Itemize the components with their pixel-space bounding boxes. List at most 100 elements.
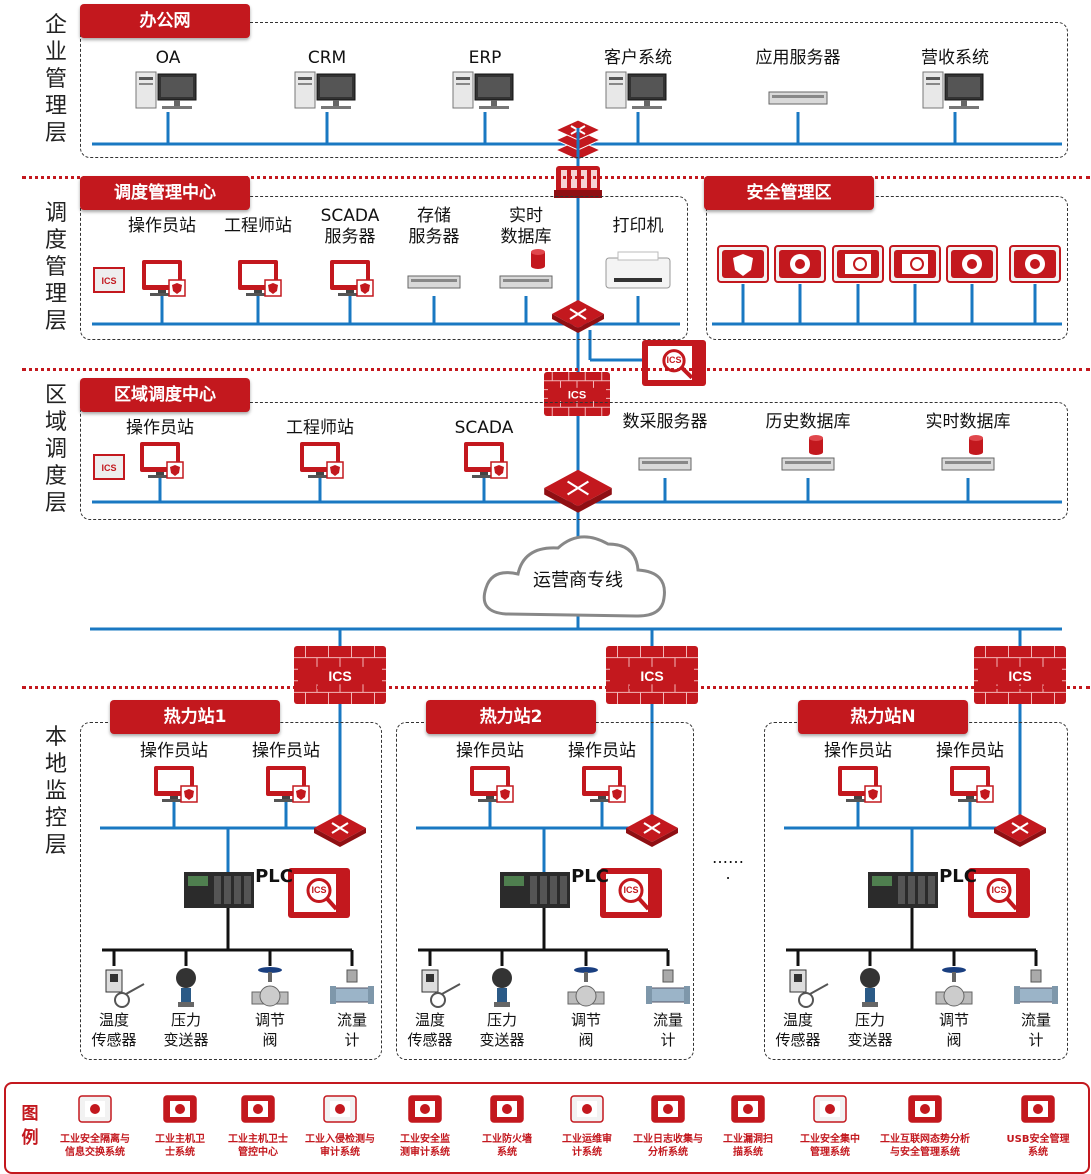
- legend-item-label: 工业主机卫 士系统: [155, 1134, 205, 1158]
- legend-item-label: 工业安全隔离与 信息交换系统: [60, 1134, 130, 1158]
- ics-label: ICS: [640, 668, 663, 684]
- temperature-sensor-icon: [421, 969, 461, 1008]
- regional-device-label: 操作员站: [126, 418, 194, 438]
- rack-server-icon: [941, 457, 995, 471]
- sensor-label: 流量 计: [652, 1011, 684, 1049]
- security-appliance-icon: [1009, 245, 1061, 283]
- legend-box: [4, 1082, 1090, 1174]
- workstation-icon: [950, 766, 994, 803]
- layer-label-regional: 区 域 调 度 层: [44, 383, 67, 516]
- legend-icon: [570, 1095, 604, 1123]
- usb-security-icon: ICS: [93, 454, 125, 480]
- dispatch-device-label: 打印机: [612, 216, 664, 236]
- sensor-label: 温度 传感器: [775, 1011, 821, 1049]
- ics-firewall-icon: ICS: [544, 372, 610, 416]
- office-device-label: OA: [155, 48, 181, 68]
- legend-item-label: 工业日志收集与 分析系统: [633, 1134, 703, 1158]
- flow-meter-icon: [1014, 969, 1058, 1004]
- station-operator-label: 操作员站: [568, 741, 636, 761]
- station-operator-label: 操作员站: [936, 741, 1004, 761]
- switch-router-icon: [994, 814, 1046, 847]
- dispatch-device-label: 操作员站: [128, 216, 196, 236]
- flow-meter-icon: [330, 969, 374, 1004]
- tag-station-2: 热力站2: [426, 700, 596, 734]
- sensor-label: 流量 计: [336, 1011, 368, 1049]
- legend-title: 图 例: [21, 1104, 39, 1148]
- audit-system-icon: ICS: [288, 868, 350, 918]
- ics-label: ICS: [101, 463, 116, 473]
- dispatch-device-label: 实时 数据库: [500, 206, 552, 247]
- ics-label: ICS: [328, 668, 351, 684]
- layer-separator: [22, 176, 1090, 179]
- plc-label: PLC: [939, 866, 977, 887]
- sensor-label: 压力 变送器: [479, 1011, 525, 1049]
- ics-firewall-icon: ICS: [974, 646, 1066, 704]
- tag-regional-center: 区域调度中心: [80, 378, 250, 412]
- station-operator-label: 操作员站: [252, 741, 320, 761]
- layer-separator: [22, 368, 1090, 371]
- zone-regional-center: [80, 402, 1068, 520]
- audit-system-icon: ICS: [968, 868, 1030, 918]
- dispatch-device-label: 存储 服务器: [408, 206, 460, 247]
- workstation-icon: [300, 442, 344, 479]
- regional-device-label: 实时数据库: [925, 412, 1011, 432]
- station-operator-label: 操作员站: [824, 741, 892, 761]
- sensor-label: 调节 阀: [254, 1011, 286, 1049]
- regional-device-label: SCADA: [454, 418, 514, 438]
- pc-icon: [452, 71, 514, 109]
- pc-icon: [922, 71, 984, 109]
- legend-icon: [408, 1095, 442, 1123]
- legend-item-label: 工业入侵检测与 审计系统: [305, 1134, 375, 1158]
- regional-device-label: 历史数据库: [765, 412, 851, 432]
- legend-icon: [908, 1095, 942, 1123]
- legend-icon: [651, 1095, 685, 1123]
- ics-label: ICS: [1008, 668, 1031, 684]
- plc-icon: [500, 872, 570, 908]
- rack-server-icon: [638, 457, 692, 471]
- legend-item-label: USB安全管理 系统: [1006, 1134, 1070, 1158]
- pc-icon: [605, 71, 667, 109]
- ics-label: ICS: [568, 389, 586, 401]
- cloud-icon: [482, 535, 666, 618]
- workstation-icon: [154, 766, 198, 803]
- database-icon: [969, 435, 983, 455]
- tag-security-area: 安全管理区: [704, 176, 874, 210]
- pc-icon: [135, 71, 197, 109]
- ics-label: ICS: [311, 885, 326, 895]
- legend-item-label: 工业安全监 测审计系统: [400, 1134, 450, 1158]
- workstation-icon: [470, 766, 514, 803]
- plc-label: PLC: [255, 866, 293, 887]
- pressure-transmitter-icon: [492, 968, 512, 1007]
- switch-router-icon: [626, 814, 678, 847]
- switch-router-icon: [552, 300, 604, 333]
- control-valve-icon: [251, 967, 289, 1007]
- tag-office: 办公网: [80, 4, 250, 38]
- layer-label-dispatch: 调 度 管 理 层: [44, 201, 67, 334]
- workstation-icon: [464, 442, 508, 479]
- zone-office: [80, 22, 1068, 158]
- sensor-label: 调节 阀: [570, 1011, 602, 1049]
- workstation-icon: [142, 260, 186, 297]
- layer-separator: [22, 686, 1090, 689]
- sensor-label: 流量 计: [1020, 1011, 1052, 1049]
- legend-item-label: 工业运维审 计系统: [562, 1134, 612, 1158]
- ics-label: ICS: [666, 355, 681, 365]
- zone-dispatch-center: [80, 196, 688, 340]
- usb-security-icon: ICS: [93, 267, 125, 293]
- office-device-label: 营收系统: [921, 48, 989, 68]
- pressure-transmitter-icon: [860, 968, 880, 1007]
- cloud-label: 运营商专线: [533, 570, 623, 591]
- security-appliance-icon: [946, 245, 998, 283]
- printer-icon: [605, 251, 671, 289]
- legend-item-label: 工业防火墙 系统: [482, 1134, 532, 1158]
- workstation-icon: [582, 766, 626, 803]
- temperature-sensor-icon: [789, 969, 829, 1008]
- legend-icon: [813, 1095, 847, 1123]
- legend-icon: [731, 1095, 765, 1123]
- office-device-label: CRM: [307, 48, 347, 68]
- sensor-label: 压力 变送器: [847, 1011, 893, 1049]
- ics-firewall-icon: ICS: [294, 646, 386, 704]
- legend-icon: [1021, 1095, 1055, 1123]
- ics-label: ICS: [101, 276, 116, 286]
- sensor-label: 压力 变送器: [163, 1011, 209, 1049]
